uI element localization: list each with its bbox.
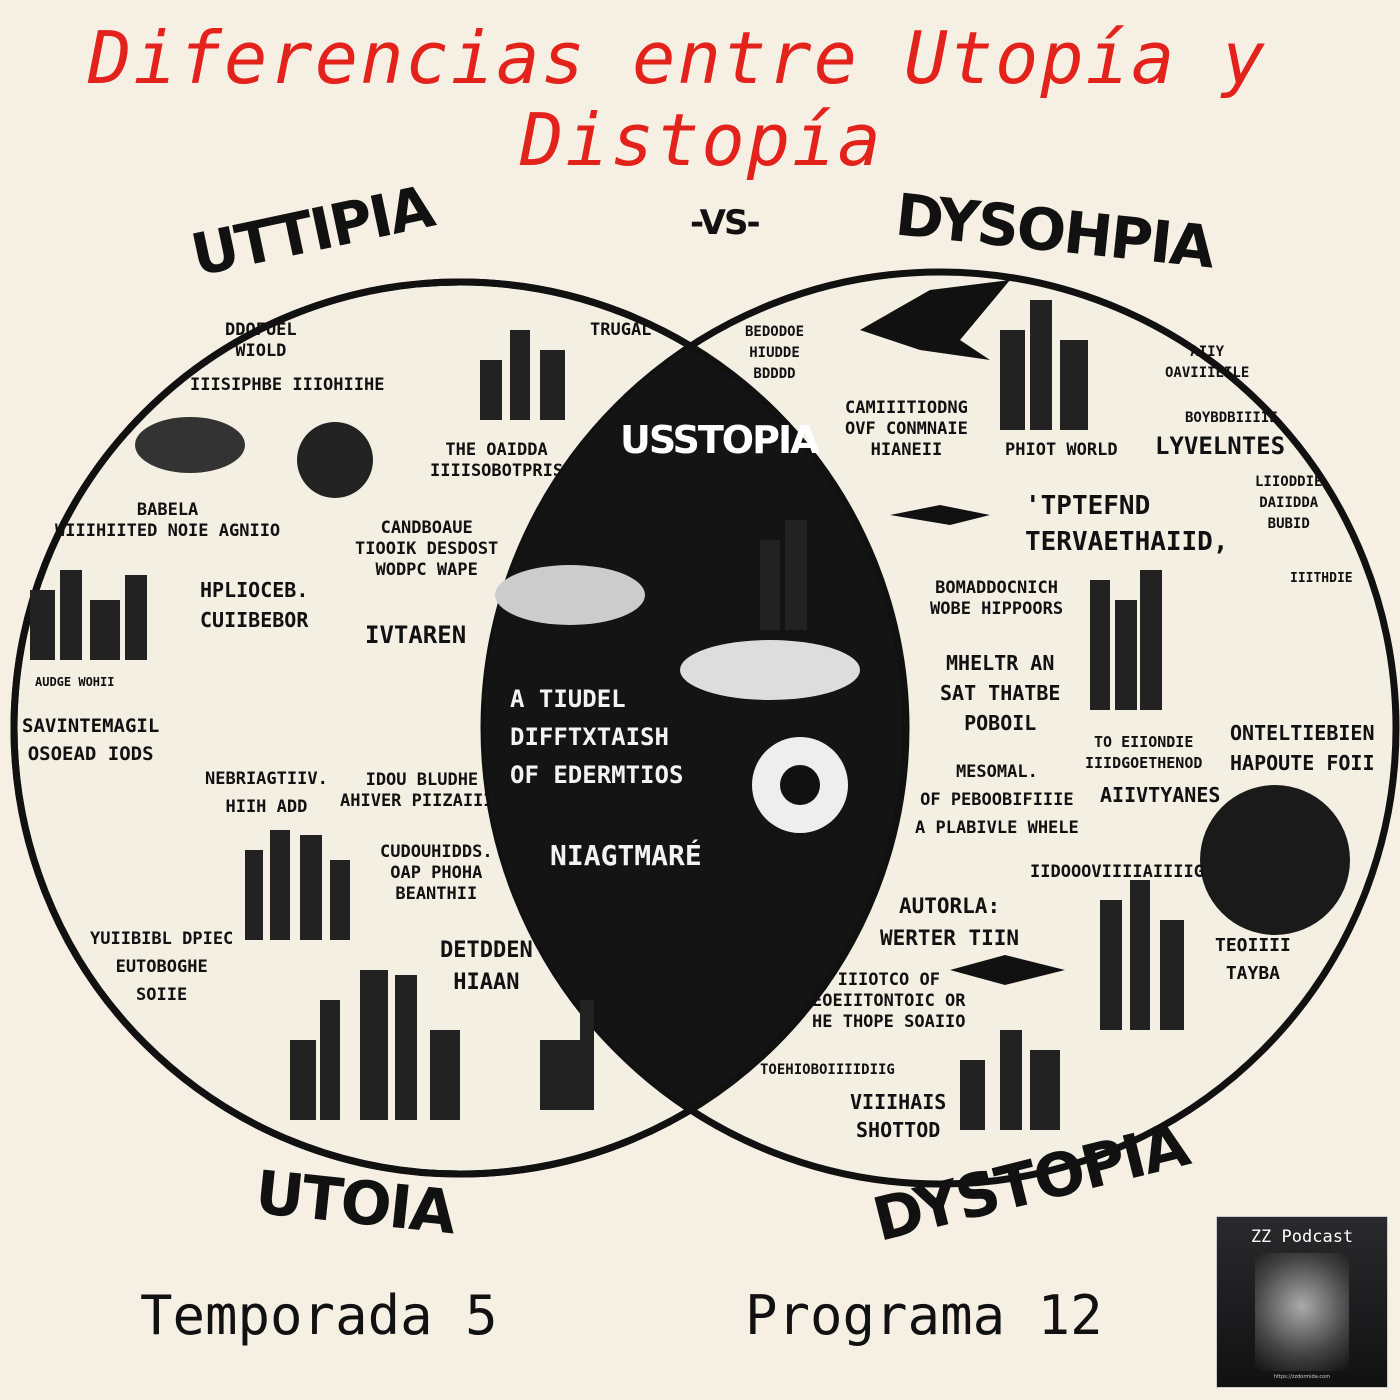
title-line-2: Distopía bbox=[520, 98, 883, 182]
eye-pupil bbox=[780, 765, 820, 805]
left-label: IDOU BLUDHE AHIVER PIIZAIIIG bbox=[340, 770, 504, 811]
left-label: IIISIPHBE IIIOHIIHE bbox=[190, 375, 385, 395]
left-label: YUIIBIBL DPIEC EUTOBOGHE SOIIE bbox=[90, 929, 234, 1005]
dragon-illustration bbox=[860, 280, 1010, 360]
left-label: TRUGAL bbox=[590, 320, 652, 340]
intersection-lens bbox=[484, 282, 906, 1174]
logo-url: https://zzdormida.com bbox=[1273, 1374, 1331, 1380]
right-label: TEOIIII TAYBA bbox=[1215, 935, 1291, 984]
right-label: LIIODDIE DAIIDDA BUBID bbox=[1255, 474, 1323, 532]
cloud-illustration bbox=[135, 417, 245, 473]
podcast-logo: ZZ Podcast https://zzdormida.com bbox=[1216, 1216, 1388, 1388]
heading-vs: -VS- bbox=[690, 203, 761, 243]
left-label: CUDOUHIDDS. OAP PHOHA BEANTHII bbox=[380, 842, 493, 904]
center-label: NIAGTMARÉ bbox=[550, 839, 702, 872]
right-label: IIIOTCO OF EOEIITONTOIC OR HE THOPE SOAI… bbox=[812, 970, 966, 1032]
left-label: NEBRIAGTIIV. HIIH ADD bbox=[205, 769, 328, 817]
season-label: Temporada 5 bbox=[140, 1284, 498, 1347]
right-label: BOYBDBIIIIE bbox=[1185, 410, 1278, 426]
right-label: AUTORLA: WERTER TIIN bbox=[880, 894, 1020, 950]
left-label: IVTAREN bbox=[365, 621, 467, 649]
utopia-circle-outline bbox=[10, 278, 910, 1178]
bat-illustration bbox=[890, 505, 990, 525]
right-label: BOMADDOCNICH WOBE HIPPOORS bbox=[930, 578, 1064, 619]
logo-artwork bbox=[1255, 1253, 1349, 1371]
cloud-illustration bbox=[680, 640, 860, 700]
right-label: BEDODOE HIUDDE BDDDD bbox=[745, 324, 805, 382]
logo-text: ZZ Podcast bbox=[1250, 1227, 1354, 1247]
heading-center: USSTOPIA bbox=[620, 418, 820, 462]
left-label: SAVINTEMAGIL OSOEAD IODS bbox=[22, 715, 160, 765]
airship-illustration bbox=[495, 565, 645, 625]
right-label: TO EIIONDIE IIIDGOETHENOD bbox=[1085, 733, 1203, 772]
right-label: VIIIHAIS SHOTTOD bbox=[850, 1090, 947, 1142]
city-skyline-illustrations bbox=[30, 300, 1184, 1130]
right-label: 'TPTEFND TERVAETHAIID, bbox=[1025, 491, 1229, 557]
apple-illustration bbox=[297, 422, 373, 498]
right-label: IIITHDIE bbox=[1290, 571, 1353, 586]
right-label: MESOMAL. OF PEBOOBIFIIIE A PLABIVLE WHEL… bbox=[915, 762, 1079, 838]
bat-illustration bbox=[950, 955, 1065, 985]
title-line-1: Diferencias entre Utopía y bbox=[88, 16, 1268, 100]
left-label: THE OAIDDA IIIISOBOTPRIS bbox=[430, 440, 564, 481]
right-label: CAMIIITIODNG OVF CONMNAIE HIANEII bbox=[845, 398, 968, 460]
right-label: IIDOOOVIIIIAIIIIG bbox=[1030, 862, 1204, 882]
left-label: AUDGE WOHII bbox=[35, 675, 115, 689]
right-label: AIIVTYANES bbox=[1100, 783, 1221, 807]
dark-sphere-illustration bbox=[1200, 785, 1350, 935]
left-label: HPLIOCEB. CUIIBEBOR bbox=[200, 578, 309, 632]
left-label: DDOFUEL WIOLD bbox=[225, 320, 297, 361]
episode-label: Programa 12 bbox=[745, 1284, 1103, 1347]
right-label: ONTELTIEBIEN HAPOUTE FOII bbox=[1230, 721, 1375, 775]
right-label: AIIY OAVIIIEILE bbox=[1165, 344, 1250, 381]
left-label: DETDDEN HIAAN bbox=[440, 938, 533, 995]
right-label: MHELTR AN SAT THATBE POBOIL bbox=[940, 651, 1061, 735]
right-label: LYVELNTES bbox=[1155, 432, 1286, 460]
left-label: CANDBOAUE TIOOIK DESDOST WODPC WAPE bbox=[355, 518, 499, 580]
center-label: A TIUDEL DIFFTXTAISH OF EDERMTIOS bbox=[510, 685, 684, 789]
right-label: TOEHIOBOIIIIDIIG bbox=[760, 1062, 895, 1078]
right-label: PHIOT WORLD bbox=[1005, 440, 1118, 460]
left-label: BABELA WIIIHIITED NOIE AGNIIO bbox=[55, 500, 281, 541]
